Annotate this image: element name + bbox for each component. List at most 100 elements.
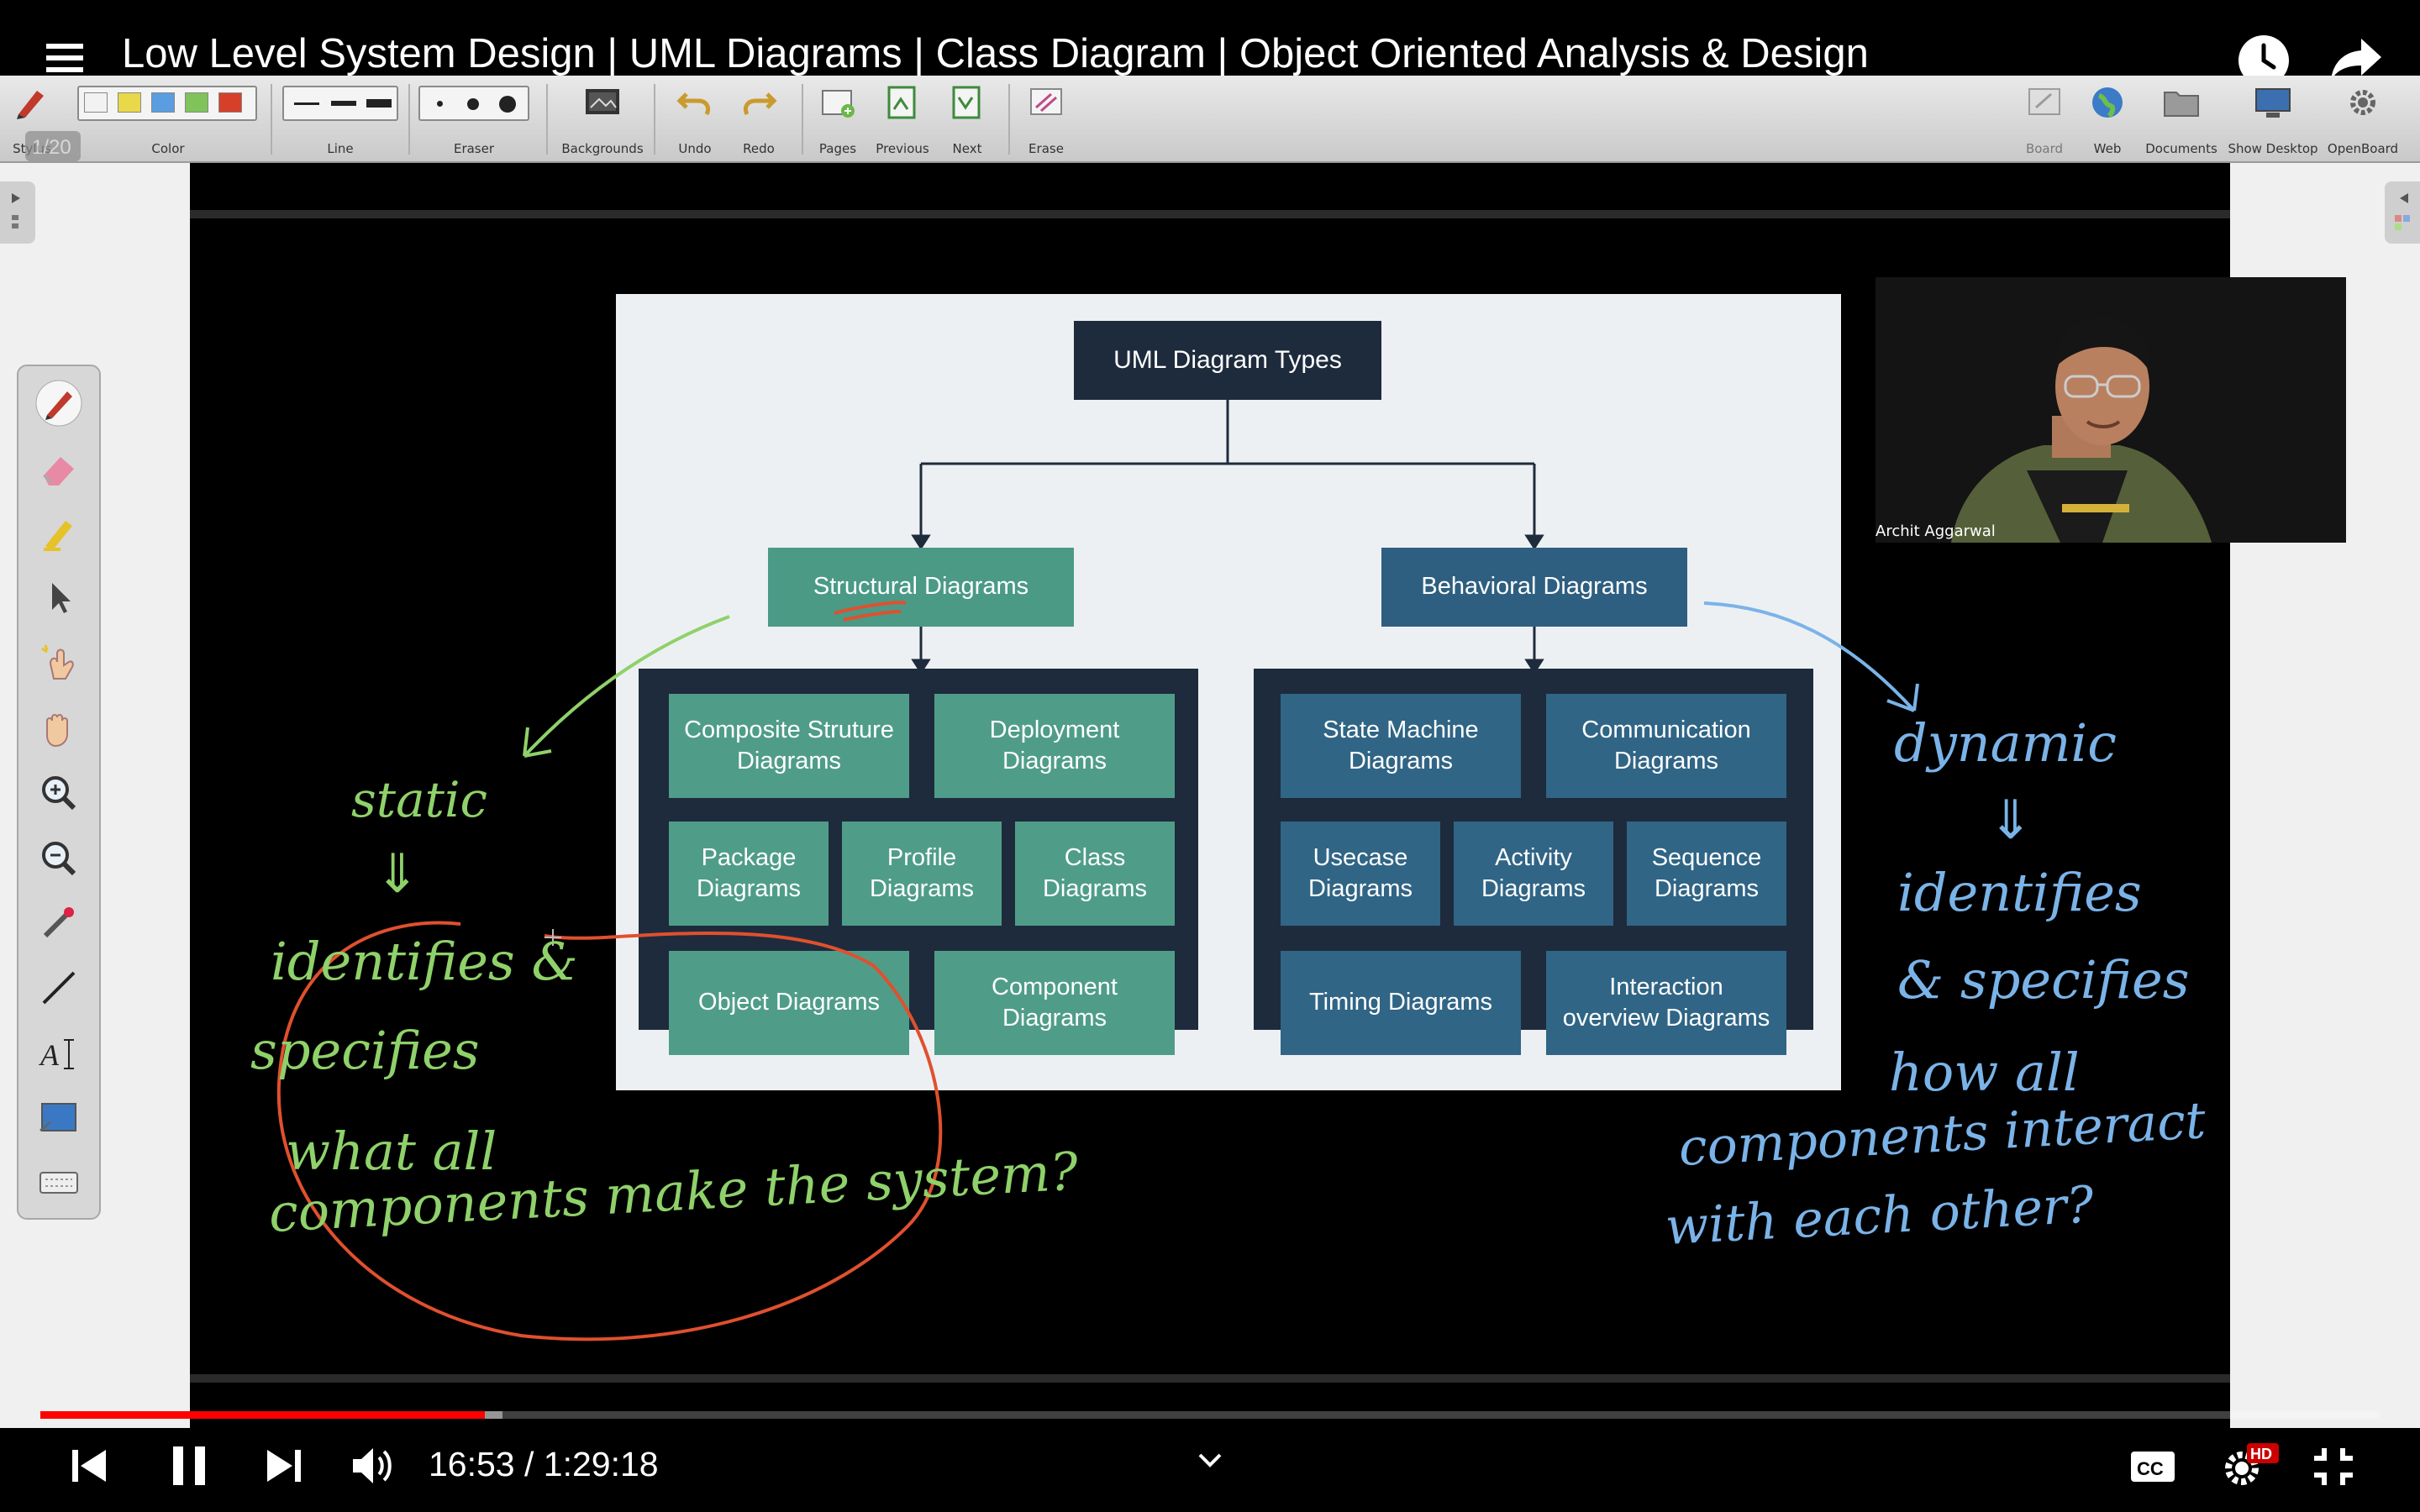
- line-width-picker[interactable]: Line: [279, 76, 402, 163]
- watch-later-icon[interactable]: [2237, 34, 2291, 87]
- time-display: 16:53 / 1:29:18: [429, 1445, 659, 1484]
- eraser-medium-icon[interactable]: [467, 98, 479, 110]
- folder-icon: [2164, 92, 2199, 117]
- hand-tool-icon[interactable]: [35, 706, 82, 753]
- component-line-2: Diagrams: [1002, 1005, 1107, 1032]
- color-swatch-blue[interactable]: [151, 92, 175, 113]
- duration: 1:29:18: [543, 1445, 659, 1483]
- laser-pointer-icon[interactable]: [35, 899, 82, 946]
- redo-icon: [743, 92, 777, 116]
- exit-fullscreen-icon[interactable]: [2312, 1446, 2354, 1487]
- composite-line-1: Composite Struture: [684, 716, 894, 743]
- documents-button[interactable]: Documents: [2141, 76, 2222, 163]
- color-swatch-yellow[interactable]: [118, 92, 141, 113]
- line-thin-icon[interactable]: [294, 102, 319, 105]
- usecase-line-1: Usecase: [1313, 843, 1408, 871]
- selector-tool-icon[interactable]: [35, 575, 82, 622]
- volume-icon[interactable]: [351, 1445, 397, 1487]
- activity-line-2: Diagrams: [1481, 875, 1586, 902]
- class-line-2: Diagrams: [1042, 875, 1148, 902]
- undo-button[interactable]: Undo: [664, 76, 726, 163]
- note-r-identifies: identifies: [1897, 862, 2142, 923]
- eraser-small-icon[interactable]: [437, 101, 443, 107]
- capture-tool-icon[interactable]: [35, 1095, 82, 1142]
- openboard-menu-button[interactable]: OpenBoard: [2323, 76, 2403, 163]
- zoom-in-icon[interactable]: [35, 769, 82, 816]
- toolbar-divider: [408, 84, 410, 155]
- previous-page-button[interactable]: Previous: [871, 76, 934, 163]
- composite-line-2: Diagrams: [736, 748, 842, 774]
- board-icon: [2028, 88, 2060, 115]
- eraser-tool-icon[interactable]: [35, 445, 82, 492]
- redo-label: Redo: [743, 141, 775, 156]
- video-title[interactable]: Low Level System Design | UML Diagrams |…: [122, 31, 1869, 76]
- settings-gear-icon[interactable]: HD: [2218, 1440, 2281, 1490]
- diagram-connectors: [911, 400, 1544, 675]
- progress-track[interactable]: [40, 1411, 2380, 1419]
- pages-label: Pages: [818, 141, 857, 156]
- pages-icon: [822, 90, 855, 118]
- backgrounds-button[interactable]: Backgrounds: [558, 76, 647, 163]
- previous-video-icon[interactable]: [71, 1446, 108, 1485]
- color-swatch-white[interactable]: [84, 92, 108, 113]
- chevron-down-icon[interactable]: [1197, 1452, 1223, 1470]
- erase-button[interactable]: Erase: [1015, 76, 1077, 163]
- note-what-all: what all: [286, 1121, 497, 1182]
- pause-icon[interactable]: [170, 1445, 208, 1487]
- previous-label: Previous: [876, 141, 929, 156]
- color-swatch-red[interactable]: [218, 92, 242, 113]
- object-diagrams-box: Object Diagrams: [669, 951, 909, 1055]
- eraser-size-picker[interactable]: Eraser: [415, 76, 533, 163]
- toolbar-divider: [1008, 84, 1010, 155]
- expand-right-icon: [12, 193, 20, 228]
- eraser-large-icon[interactable]: [499, 96, 516, 113]
- structural-diagrams-node: Structural Diagrams: [768, 548, 1074, 627]
- color-picker[interactable]: Color: [74, 76, 262, 163]
- left-page-tab[interactable]: [0, 181, 35, 244]
- redo-button[interactable]: Redo: [728, 76, 790, 163]
- color-swatch-green[interactable]: [185, 92, 208, 113]
- board-label: Board: [2025, 141, 2064, 156]
- package-line-1: Package: [701, 843, 797, 871]
- presenter-name: Archit Aggarwal: [1876, 522, 1996, 540]
- line-medium-icon[interactable]: [331, 101, 356, 106]
- share-icon[interactable]: [2329, 35, 2383, 82]
- interact-tool-icon[interactable]: [35, 640, 82, 687]
- state-line-1: State Machine: [1323, 716, 1479, 743]
- object-label: Object Diagrams: [698, 989, 880, 1016]
- pages-button[interactable]: Pages: [807, 76, 869, 163]
- color-label: Color: [151, 141, 185, 156]
- web-button[interactable]: Web: [2077, 76, 2138, 163]
- presenter-figure: [1876, 277, 2346, 543]
- line-thick-icon[interactable]: [366, 99, 392, 108]
- sequence-line-1: Sequence: [1651, 843, 1762, 871]
- zoom-out-icon[interactable]: [35, 835, 82, 882]
- next-page-button[interactable]: Next: [936, 76, 998, 163]
- uml-slide: UML Diagram Types Structural Diagrams Be…: [616, 294, 1841, 1090]
- captions-icon[interactable]: CC: [2129, 1448, 2176, 1485]
- text-tool-icon[interactable]: A: [35, 1030, 82, 1077]
- marker-tool-icon[interactable]: [35, 509, 82, 556]
- profile-line-1: Profile: [886, 843, 957, 871]
- keyboard-icon[interactable]: [35, 1159, 82, 1206]
- erase-label: Erase: [1028, 141, 1064, 156]
- show-desktop-button[interactable]: Show Desktop: [2227, 76, 2319, 163]
- behavioral-diagrams-node: Behavioral Diagrams: [1381, 548, 1687, 627]
- board-mode-button[interactable]: Board: [2015, 76, 2074, 163]
- toolbar-divider: [654, 84, 655, 155]
- show-desktop-label: Show Desktop: [2228, 141, 2318, 156]
- page-counter-text: 1/20: [32, 136, 71, 159]
- player-controls-bar: [0, 1428, 2420, 1512]
- pen-tool-icon[interactable]: [35, 380, 82, 427]
- deployment-line-1: Deployment: [989, 716, 1120, 743]
- menu-icon[interactable]: [46, 44, 83, 74]
- next-video-icon[interactable]: [266, 1446, 302, 1485]
- tool-palette: A: [17, 365, 101, 1220]
- right-library-tab[interactable]: [2385, 181, 2420, 244]
- line-tool-icon[interactable]: [35, 964, 82, 1011]
